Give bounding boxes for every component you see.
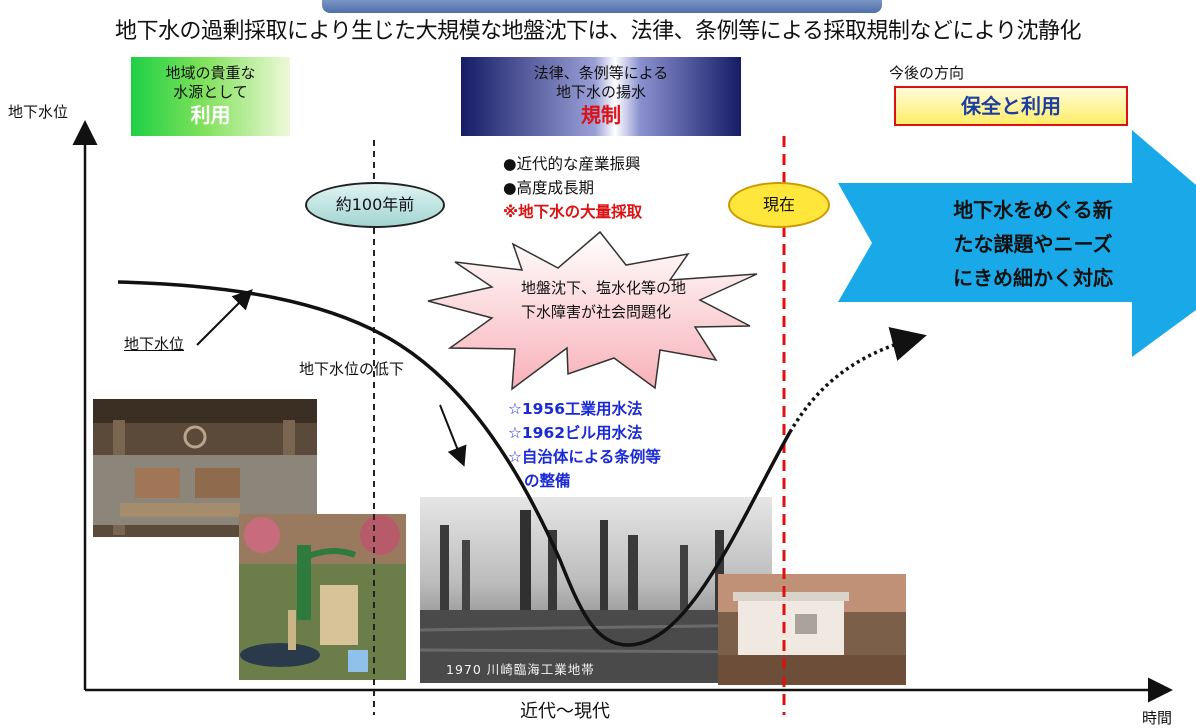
bullet-overpumping: ※地下水の大量採取 <box>503 203 643 221</box>
photo-observation-hut <box>718 574 906 685</box>
law-local-cont: の整備 <box>524 472 571 490</box>
phase-use-line2: 水源として <box>173 83 248 101</box>
future-direction-label: 今後の方向 <box>889 64 965 82</box>
future-arrow-shape <box>838 130 1196 357</box>
phase-use-emphasis: 利用 <box>190 103 231 127</box>
drop-label-arrow <box>439 404 467 467</box>
laws-list: ☆1956工業用水法 ☆1962ビル用水法 ☆自治体による条例等 の整備 <box>508 397 661 493</box>
now-marker-label: 現在 <box>728 182 830 228</box>
phase-regulation-emphasis: 規制 <box>581 103 621 127</box>
law-1962: ☆1962ビル用水法 <box>508 424 643 442</box>
phase-regulation-line2: 地下水の揚水 <box>555 83 646 101</box>
past-marker-label: 約100年前 <box>305 182 445 228</box>
future-direction-box: 保全と利用 <box>894 86 1128 126</box>
photo-factory <box>419 497 773 683</box>
time-label: 時間 <box>1142 709 1173 727</box>
bullet-industry: ●近代的な産業振興 <box>503 155 641 173</box>
law-local: ☆自治体による条例等 <box>508 448 661 466</box>
y-axis-label: 地下水位 <box>8 103 69 121</box>
phase-use-box: 地域の貴重な 水源として 利用 <box>131 57 290 136</box>
starburst-shape <box>427 230 758 391</box>
future-arrow-line2: たな課題やニーズ <box>953 232 1113 256</box>
future-arrow-line3: にきめ細かく対応 <box>953 266 1113 290</box>
cause-bullets: ●近代的な産業振興 ●高度成長期 ※地下水の大量採取 <box>503 152 642 224</box>
level-label-arrow <box>196 289 253 346</box>
phase-regulation-line1: 法律、条例等による <box>533 64 669 82</box>
factory-photo-caption: 1970 川崎臨海工業地帯 <box>446 662 595 677</box>
groundwater-drop-label: 地下水位の低下 <box>299 360 405 378</box>
header-bar <box>322 0 882 13</box>
future-arrow-line1: 地下水をめぐる新 <box>953 198 1113 222</box>
phase-regulation-box: 法律、条例等による 地下水の揚水 規制 <box>461 57 741 136</box>
x-axis-label: 近代～現代 <box>520 701 610 722</box>
bullet-growth: ●高度成長期 <box>503 179 595 197</box>
groundwater-curve <box>117 280 792 647</box>
law-1956: ☆1956工業用水法 <box>508 400 643 418</box>
headline: 地下水の過剰採取により生じた大規模な地盤沈下は、法律、条例等による採取規制などに… <box>115 19 1081 44</box>
future-arrow-text: 地下水をめぐる新 たな課題やニーズ にきめ細かく対応 <box>898 193 1168 295</box>
groundwater-level-label: 地下水位 <box>124 335 185 353</box>
starburst-text: 地盤沈下、塩水化等の地下水障害が社会問題化 <box>521 279 687 321</box>
future-curve <box>788 327 927 433</box>
photo-old-well <box>93 399 317 537</box>
phase-use-line1: 地域の貴重な <box>165 64 256 82</box>
photo-hand-pump <box>239 514 406 680</box>
